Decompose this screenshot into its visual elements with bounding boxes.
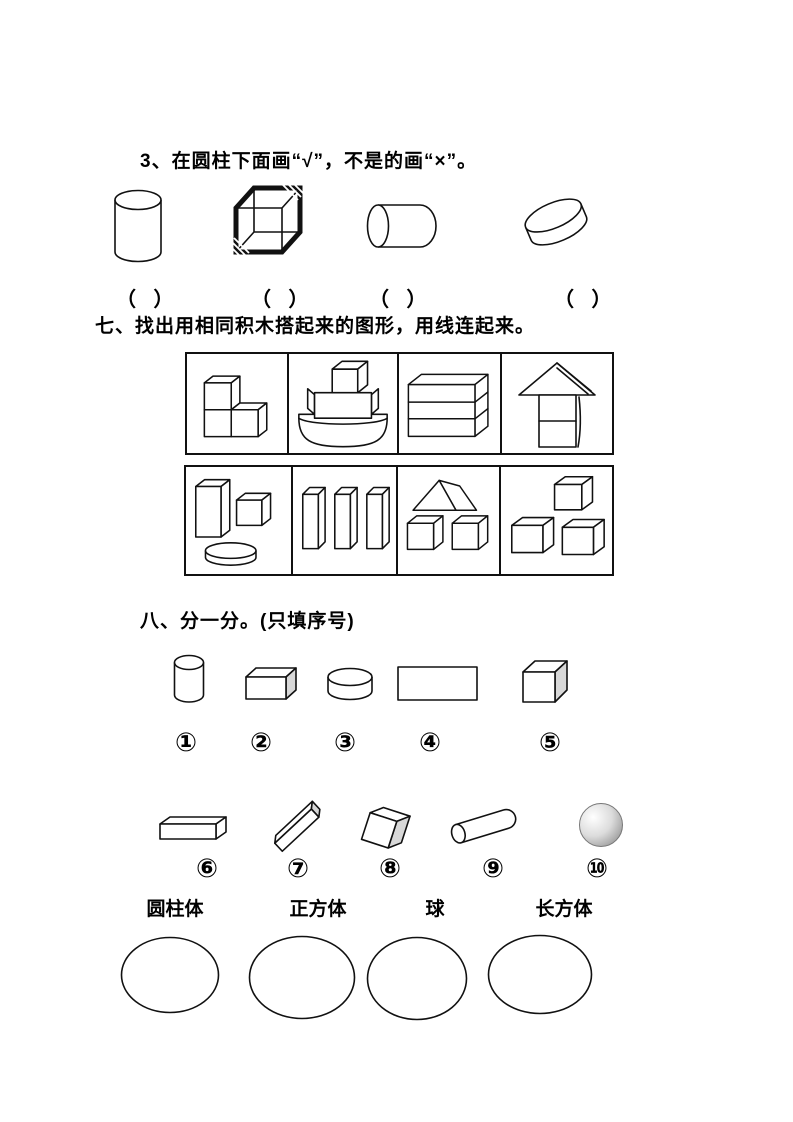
- category-cuboid: 长方体: [535, 899, 593, 920]
- q7-cell-cube-on-slab-on-half-cylinder[interactable]: [289, 354, 399, 453]
- cylinder-upright-icon: [114, 189, 162, 263]
- sort-ellipse-cube[interactable]: [248, 935, 356, 1020]
- q7-bottom-row: [184, 465, 614, 576]
- q7-cell-tall-box-cube-and-disk[interactable]: [186, 467, 293, 574]
- q7-cell-three-cubes[interactable]: [501, 467, 612, 574]
- sort-ellipse-cuboid[interactable]: [487, 934, 593, 1015]
- cube-icon: [522, 660, 568, 703]
- answer-slot-1[interactable]: （ ）: [116, 289, 180, 311]
- thin-rod-icon: [450, 808, 517, 844]
- q7-cell-house-roof-on-two-cubes[interactable]: [502, 354, 612, 453]
- label-circle-2: ②: [249, 727, 273, 757]
- answer-slot-4[interactable]: （ ）: [554, 289, 618, 311]
- q7-cell-three-stacked-slabs[interactable]: [399, 354, 502, 453]
- flat-cylinder-icon: [327, 667, 373, 701]
- q7-cell-three-tall-boxes[interactable]: [293, 467, 398, 574]
- small-cylinder-icon: [173, 654, 205, 703]
- cylinder-disk-tilted-icon: [524, 198, 588, 246]
- long-bar-icon: [159, 816, 227, 840]
- tilted-long-bar-icon: [273, 800, 321, 853]
- tilted-cube-icon: [360, 806, 411, 849]
- q7-cell-wedge-and-two-cubes[interactable]: [398, 467, 501, 574]
- label-circle-8: ⑧: [378, 853, 402, 883]
- label-circle-4: ④: [418, 727, 442, 757]
- cylinder-horizontal-icon: [366, 204, 437, 248]
- q7-cell-three-cubes-l-shape[interactable]: [187, 354, 289, 453]
- question8-heading: 八、分一分。(只填序号): [140, 611, 355, 632]
- sort-ellipse-cylinder[interactable]: [120, 936, 220, 1014]
- question7-heading: 七、找出用相同积木搭起来的图形，用线连起来。: [95, 316, 536, 337]
- label-circle-10: ⑩: [585, 853, 609, 883]
- flat-rectangle-icon: [397, 666, 478, 701]
- category-sphere: 球: [425, 899, 445, 920]
- sort-ellipse-sphere[interactable]: [366, 936, 468, 1021]
- cube-wireframe-icon: [228, 180, 305, 259]
- category-cube: 正方体: [289, 899, 347, 920]
- answer-slot-2[interactable]: （ ）: [251, 289, 315, 311]
- label-circle-5: ⑤: [538, 727, 562, 757]
- label-circle-6: ⑥: [195, 853, 219, 883]
- question3-heading: 3、在圆柱下面画“√”，不是的画“×”。: [140, 151, 478, 172]
- sphere-icon: [579, 803, 623, 847]
- category-cylinder: 圆柱体: [146, 899, 204, 920]
- cuboid-box-icon: [245, 667, 297, 700]
- label-circle-9: ⑨: [481, 853, 505, 883]
- answer-slot-3[interactable]: （ ）: [369, 289, 433, 311]
- label-circle-1: ①: [174, 727, 198, 757]
- label-circle-7: ⑦: [286, 853, 310, 883]
- q7-top-row: [185, 352, 614, 455]
- label-circle-3: ③: [333, 727, 357, 757]
